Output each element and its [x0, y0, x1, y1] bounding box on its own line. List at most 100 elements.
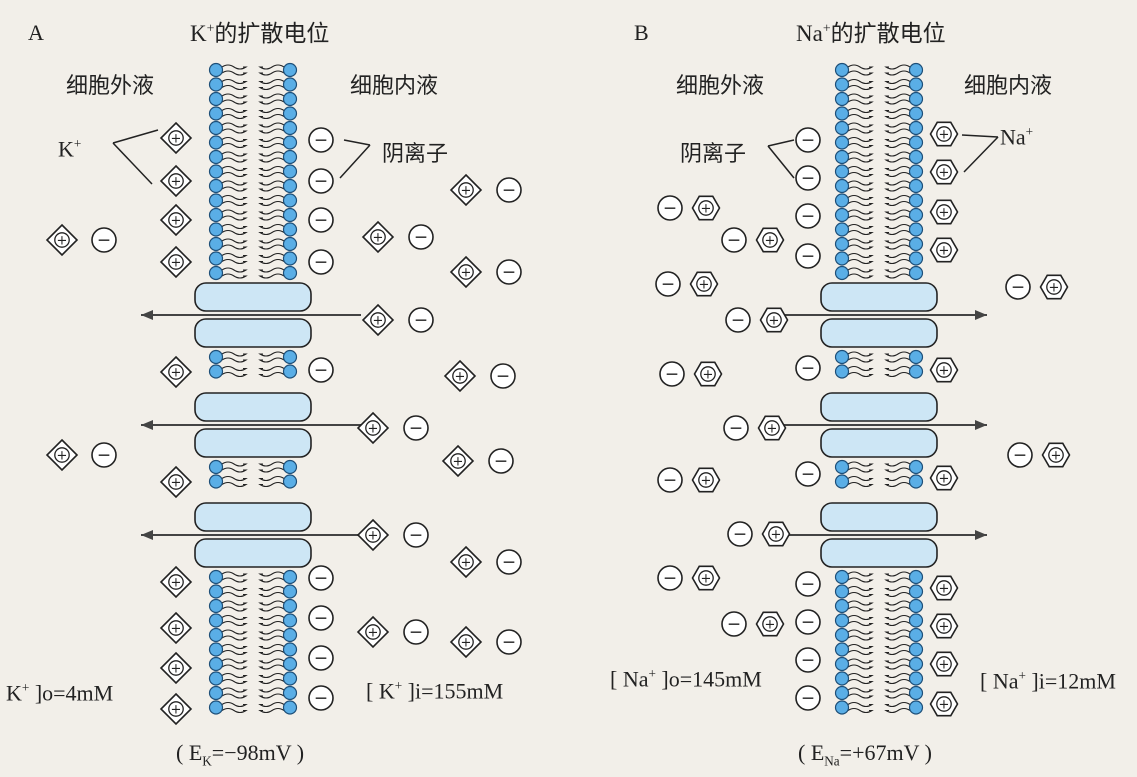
- lipid-tail: [221, 351, 248, 357]
- channel-lower-subunit: [820, 318, 938, 348]
- ion-channel: [141, 282, 361, 348]
- anion: −: [403, 522, 429, 548]
- lipid-tail: [847, 64, 874, 70]
- cation-diamond-shape: [356, 615, 390, 649]
- leader-line: [339, 144, 371, 179]
- anion-sign: −: [801, 612, 815, 632]
- cation-sign: +: [765, 618, 776, 633]
- panel-b-anion-label: 阴离子: [680, 142, 747, 167]
- anion-sign: −: [414, 310, 428, 330]
- lipid-tail: [258, 701, 285, 708]
- channel-upper-subunit: [820, 502, 938, 532]
- cation-hexagon-shape: [929, 651, 959, 677]
- cation-hexagon-shape: [929, 613, 959, 639]
- lipid-tail: [884, 643, 911, 650]
- lipid-tail: [847, 107, 874, 114]
- lipid-tail: [258, 238, 285, 244]
- cation-sign: +: [461, 556, 472, 571]
- anion-circle: [496, 549, 522, 575]
- lipid-tail: [884, 157, 911, 163]
- cation-sign: +: [701, 572, 712, 587]
- lipid-tail: [221, 142, 248, 149]
- anion-sign: −: [502, 180, 516, 200]
- lipid-tail: [884, 585, 911, 592]
- anion-sign: −: [314, 210, 328, 230]
- lipid-tail: [847, 658, 874, 664]
- cation-hexagon-shape: [929, 121, 959, 147]
- lipid-tail: [221, 99, 248, 105]
- flux-arrow-head: [141, 530, 153, 540]
- cation-hexagon-shape: [757, 415, 787, 441]
- cation-sign: +: [171, 662, 182, 677]
- lipid-head: [834, 91, 850, 107]
- anion-circle: [488, 448, 514, 474]
- anion-sign: −: [502, 632, 516, 652]
- panel-a-conc-out: K+ ]o=4mM: [6, 680, 114, 706]
- lipid-tail: [258, 571, 285, 577]
- lipid-tail: [847, 200, 874, 207]
- lipid-tail: [221, 64, 248, 70]
- anion-sign: −: [314, 171, 328, 191]
- lipid-tail: [847, 215, 874, 221]
- cation: +: [443, 359, 477, 393]
- cation-sign: +: [461, 266, 472, 281]
- lipid-tail: [258, 93, 285, 99]
- cation-ring: [54, 232, 70, 248]
- lipid-head: [834, 135, 850, 150]
- lipid-tail: [847, 606, 874, 612]
- lipid-tail: [258, 461, 285, 467]
- anion-sign: −: [494, 451, 508, 471]
- cation-hexagon-shape: [929, 357, 959, 383]
- lipid-tail: [221, 600, 248, 606]
- lipid-tail: [884, 461, 911, 467]
- lipid-bilayer-segment: [834, 349, 924, 379]
- lipid-tail: [221, 365, 248, 372]
- anion-circle: [795, 609, 821, 635]
- anion-sign: −: [727, 230, 741, 250]
- cation: +: [45, 223, 79, 257]
- lipid-bilayer-segment: [208, 62, 298, 281]
- cation-ring: [370, 229, 386, 245]
- anion-sign: −: [801, 650, 815, 670]
- cation-sign: +: [765, 234, 776, 249]
- cation: +: [761, 521, 791, 547]
- anion: −: [725, 307, 751, 333]
- cation-ring: [458, 264, 474, 280]
- lipid-head: [208, 91, 224, 107]
- lipid-tail: [221, 620, 248, 627]
- anion-sign: −: [801, 246, 815, 266]
- cation-sign: +: [171, 576, 182, 591]
- cation: +: [159, 245, 193, 279]
- lipid-tail: [884, 252, 911, 259]
- anion-circle: [655, 271, 681, 297]
- lipid-tail: [221, 107, 248, 114]
- lipid-tail: [258, 113, 285, 120]
- lipid-tail: [258, 186, 285, 192]
- lipid-tail: [847, 151, 874, 157]
- cation-sign: +: [703, 368, 714, 383]
- lipid-tail: [884, 215, 911, 221]
- lipid-head: [908, 569, 924, 585]
- lipid-tail: [221, 371, 248, 378]
- panel-b-inside-label: 细胞内液: [964, 74, 1053, 99]
- cation: +: [356, 615, 390, 649]
- lipid-head: [208, 135, 224, 150]
- panel-b-potential: ( ENa=+67mV ): [798, 740, 932, 769]
- cation-ring: [696, 276, 712, 292]
- anion-circle: [721, 611, 747, 637]
- lipid-head: [834, 642, 850, 657]
- anion-circle: [657, 195, 683, 221]
- lipid-tail: [847, 467, 874, 473]
- lipid-tail: [258, 371, 285, 378]
- cation-ring: [766, 312, 782, 328]
- lipid-tail: [884, 629, 911, 635]
- lipid-tail: [221, 180, 248, 186]
- cation-sign: +: [171, 132, 182, 147]
- cation-sign: +: [939, 582, 950, 597]
- lipid-tail: [847, 84, 874, 91]
- lipid-tail: [847, 142, 874, 149]
- cation: +: [929, 121, 959, 147]
- anion-sign: −: [97, 230, 111, 250]
- anion-circle: [308, 685, 334, 711]
- lipid-tail: [884, 649, 911, 656]
